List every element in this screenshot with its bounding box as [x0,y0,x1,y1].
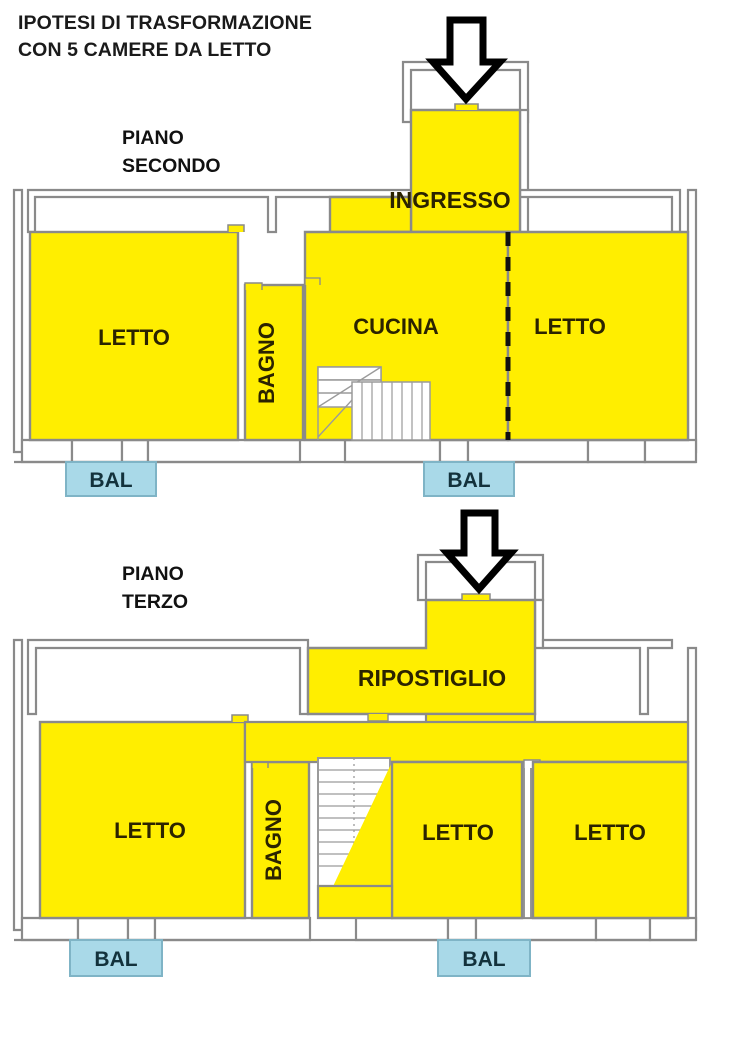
room-label-bagno-third: BAGNO [261,799,286,881]
floor-label-second-line-2: SECONDO [122,155,221,177]
room-label-letto-third-left: LETTO [114,818,186,843]
room-letto-third-right: LETTO [531,760,690,920]
room-label-ingresso: INGRESSO [389,187,510,213]
room-letto-second-left: LETTO [28,224,245,442]
floor-second: INGRESSO LETTO BAGNO CUCINA [12,16,698,497]
balcony-label-third-right: BAL [462,948,505,971]
room-label-ripostiglio: RIPOSTIGLIO [358,665,506,691]
floor-label-second: PIANO SECONDO [122,124,221,180]
plan-title: IPOTESI DI TRASFORMAZIONE CON 5 CAMERE D… [18,10,438,64]
room-letto-third-left: LETTO [38,714,249,920]
second-wall-shell [12,60,698,464]
room-ripostiglio: RIPOSTIGLIO [306,593,537,722]
floor-label-third: PIANO TERZO [122,560,188,616]
room-label-bagno-second: BAGNO [254,322,279,404]
third-corridor-band [243,720,690,764]
floor-label-third-line-1: PIANO [122,563,184,585]
room-label-letto-second-left: LETTO [98,325,170,350]
entry-arrow-second [425,16,508,105]
balcony-third-right: BAL [437,939,531,977]
room-label-letto-third-mid: LETTO [422,820,494,845]
plan-title-line-2: CON 5 CAMERE DA LETTO [18,39,272,61]
entry-arrow-third [439,509,519,595]
balcony-label-second-right: BAL [447,469,490,492]
room-bagno-second: BAGNO [243,282,305,442]
balcony-label-third-left: BAL [94,948,137,971]
balcony-label-second-left: BAL [89,469,132,492]
balcony-second-right: BAL [423,461,515,497]
balcony-second-left: BAL [65,461,157,497]
balcony-third-left: BAL [69,939,163,977]
third-partition-wall [523,761,532,919]
room-letto-third-mid: LETTO [316,760,524,920]
room-ingresso: INGRESSO [328,103,522,234]
room-label-letto-second-right: LETTO [534,314,606,339]
floor-label-third-line-2: TERZO [122,591,189,613]
staircase-second [317,366,431,441]
room-bagno-third: BAGNO [250,760,311,920]
room-letto-second-right: LETTO [506,230,690,442]
room-label-letto-third-right: LETTO [574,820,646,845]
room-label-cucina: CUCINA [353,314,439,339]
plan-title-line-1: IPOTESI DI TRASFORMAZIONE [18,12,312,34]
floor-third: RIPOSTIGLIO LETTO BAGNO [12,509,698,977]
floor-label-second-line-1: PIANO [122,127,184,149]
